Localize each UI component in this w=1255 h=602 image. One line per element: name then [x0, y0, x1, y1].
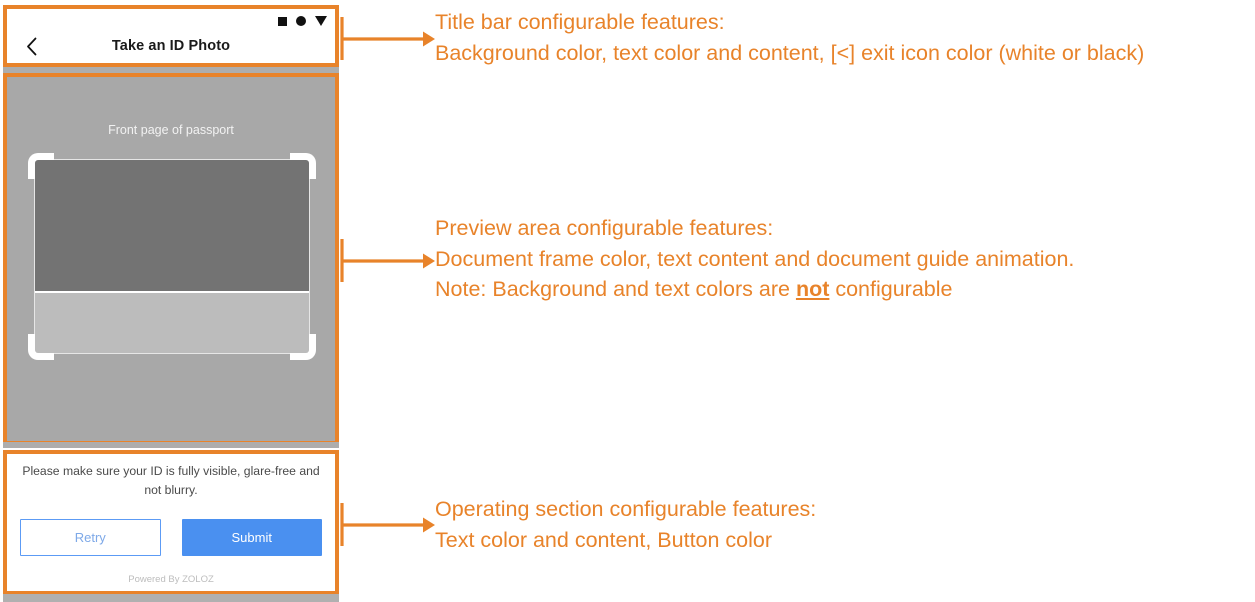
title-bar-row: Take an ID Photo: [7, 29, 335, 63]
annotation-preview-heading: Preview area configurable features:: [435, 216, 774, 240]
document-guide-frame: [28, 153, 316, 360]
triangle-down-icon: [315, 16, 327, 26]
annotation-operating-line1: Text color and content, Button color: [435, 527, 773, 552]
connector-operating: [340, 503, 435, 546]
button-row: Retry Submit: [20, 519, 322, 556]
annotation-preview-note-emphasis: not: [795, 277, 830, 302]
operating-panel: Please make sure your ID is fully visibl…: [3, 450, 339, 595]
frame-corner-bottom-left-icon: [28, 334, 54, 360]
phone-mockup: Take an ID Photo Front page of passport …: [0, 0, 344, 602]
status-bar: [278, 12, 327, 30]
connector-title-bar: [340, 17, 435, 60]
annotation-operating-heading: Operating section configurable features:: [435, 497, 817, 521]
document-lower-band: [35, 291, 309, 353]
mockup-bottom-strip: [3, 594, 339, 602]
annotation-preview-note: Note: Background and text colors are not…: [435, 274, 1074, 305]
page-title: Take an ID Photo: [111, 38, 231, 54]
panel-divider-top: [3, 67, 339, 73]
annotation-preview-note-prefix: Note: Background and text colors are: [435, 277, 796, 302]
annotation-title-bar: Title bar configurable features: Backgro…: [435, 7, 1144, 68]
title-bar-panel: Take an ID Photo: [3, 5, 339, 67]
annotation-preview: Preview area configurable features: Docu…: [435, 213, 1074, 305]
annotation-preview-note-suffix: configurable: [829, 277, 953, 302]
preview-hint-text: Front page of passport: [108, 123, 234, 137]
square-icon: [278, 16, 287, 26]
panel-divider-bottom: [3, 442, 339, 448]
frame-corner-bottom-right-icon: [290, 334, 316, 360]
powered-by-label: Powered By ZOLOZ: [128, 574, 214, 585]
circle-icon: [296, 16, 306, 26]
annotation-preview-line1: Document frame color, text content and d…: [435, 246, 1075, 271]
frame-corner-top-left-icon: [28, 153, 54, 179]
annotation-title-bar-line1: Background color, text color and content…: [435, 40, 1145, 65]
annotation-operating: Operating section configurable features:…: [435, 494, 816, 555]
instruction-text: Please make sure your ID is fully visibl…: [22, 464, 320, 497]
document-preview-area: [34, 159, 310, 354]
frame-corner-top-right-icon: [290, 153, 316, 179]
connector-preview: [340, 239, 435, 282]
chevron-left-icon[interactable]: [20, 34, 42, 58]
retry-button[interactable]: Retry: [20, 519, 161, 556]
submit-button[interactable]: Submit: [181, 519, 322, 556]
preview-panel: Front page of passport: [3, 73, 339, 445]
annotation-title-bar-heading: Title bar configurable features:: [435, 10, 725, 34]
